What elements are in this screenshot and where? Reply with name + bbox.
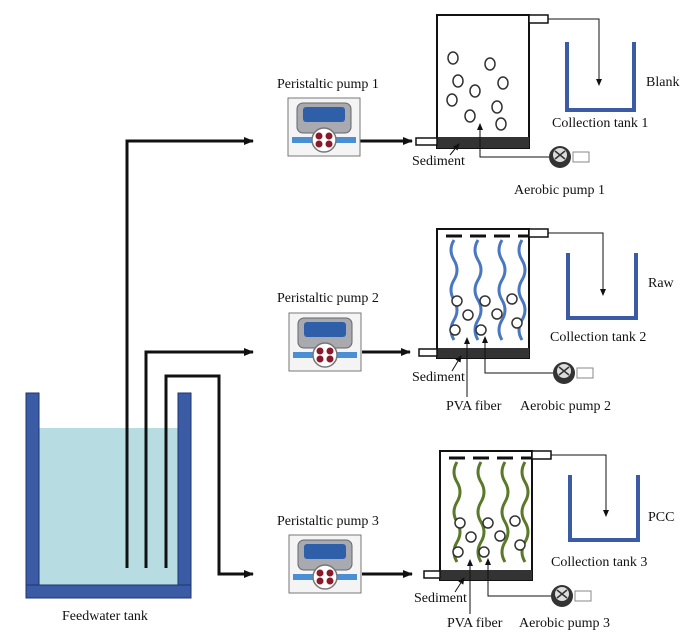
collection-tank-2 bbox=[566, 253, 638, 320]
aerobic-pump-2-label: Aerobic pump 2 bbox=[520, 399, 611, 414]
air-line-1 bbox=[477, 123, 549, 158]
sediment-3-pointer bbox=[454, 577, 465, 593]
reactor-2-tag: Raw bbox=[648, 276, 675, 291]
pump-3-label: Peristaltic pump 3 bbox=[277, 514, 379, 529]
reactor-3-tag: PCC bbox=[648, 510, 674, 525]
pipe-3-in bbox=[164, 374, 254, 578]
peristaltic-pump-1 bbox=[287, 97, 361, 157]
peristaltic-pump-2 bbox=[288, 312, 362, 372]
pipe-1-in bbox=[125, 137, 254, 568]
overflow-2 bbox=[548, 232, 606, 296]
collection-tank-2-label: Collection tank 2 bbox=[550, 330, 646, 345]
feedwater-tank-label: Feedwater tank bbox=[62, 609, 148, 624]
air-line-2 bbox=[482, 336, 553, 374]
feedwater-tank bbox=[25, 392, 192, 599]
reactor-1-sediment bbox=[437, 137, 529, 148]
aerobic-pump-3-label: Aerobic pump 3 bbox=[519, 616, 610, 631]
aerobic-pump-2 bbox=[552, 361, 594, 385]
tank-water bbox=[39, 428, 178, 585]
overflow-3 bbox=[551, 454, 609, 517]
aerobic-pump-1-label: Aerobic pump 1 bbox=[514, 183, 605, 198]
sediment-2-pointer bbox=[451, 355, 462, 372]
sediment-1-label: Sediment bbox=[412, 154, 465, 169]
collection-tank-3-label: Collection tank 3 bbox=[551, 555, 647, 570]
reactor-2-sediment bbox=[437, 348, 529, 358]
sediment-3-label: Sediment bbox=[414, 591, 467, 606]
tank-right-wall bbox=[177, 392, 192, 599]
peristaltic-pump-3 bbox=[288, 534, 362, 594]
pump-1-label: Peristaltic pump 1 bbox=[277, 77, 379, 92]
tank-left-wall bbox=[25, 392, 40, 599]
reactor-1-tag: Blank bbox=[646, 75, 679, 90]
collection-tank-1-label: Collection tank 1 bbox=[552, 116, 648, 131]
aerobic-pump-3 bbox=[550, 584, 592, 608]
overflow-1 bbox=[548, 18, 602, 86]
pva-fiber-2-label: PVA fiber bbox=[446, 399, 502, 414]
reactor-1-bubbles bbox=[446, 51, 509, 131]
collection-tank-1 bbox=[565, 42, 636, 112]
tank-bottom bbox=[25, 584, 192, 599]
feed-pipes bbox=[125, 137, 413, 578]
reactor-3-sediment bbox=[440, 570, 532, 580]
reactor-3-bubbles bbox=[452, 515, 526, 558]
air-line-3 bbox=[485, 558, 551, 597]
pva-fiber-3-label: PVA fiber bbox=[447, 616, 503, 631]
reactor-1 bbox=[415, 14, 549, 149]
reactor-2-bubbles bbox=[449, 293, 523, 336]
sediment-1-pointer bbox=[449, 143, 460, 156]
sediment-2-label: Sediment bbox=[412, 370, 465, 385]
pipe-2-in bbox=[144, 348, 254, 568]
reactor-2 bbox=[418, 228, 549, 359]
pump-2-label: Peristaltic pump 2 bbox=[277, 291, 379, 306]
collection-tank-3 bbox=[568, 475, 640, 542]
aerobic-pump-1 bbox=[548, 145, 590, 169]
